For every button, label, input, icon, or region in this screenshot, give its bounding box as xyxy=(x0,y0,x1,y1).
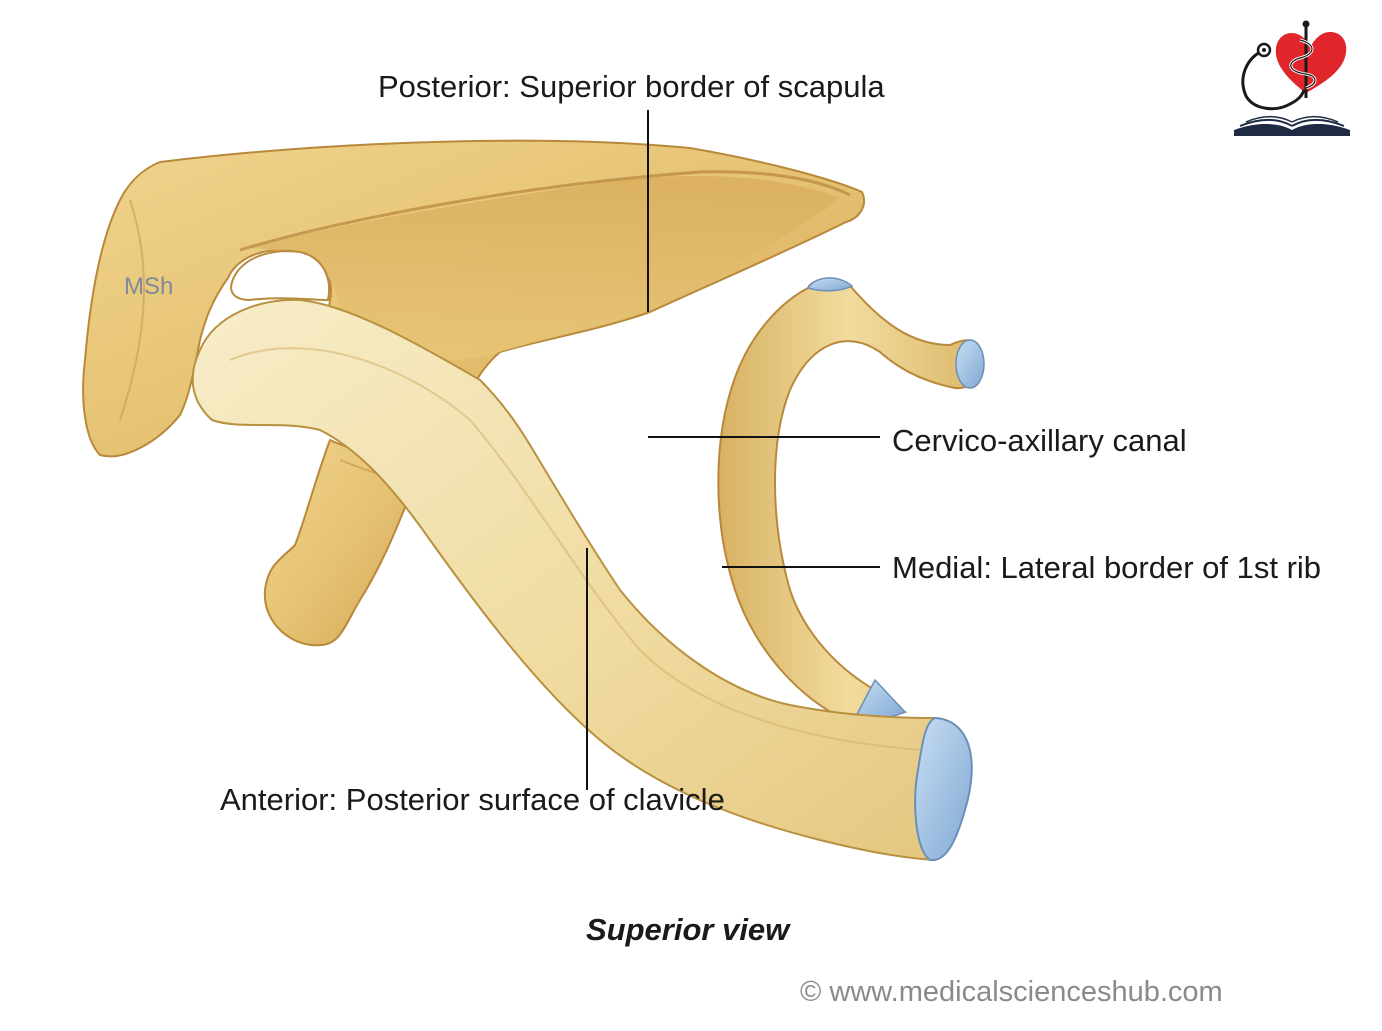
rib-tubercle-cartilage xyxy=(955,339,985,389)
clavicle-sternal-cartilage xyxy=(914,716,973,862)
rib-head-cartilage xyxy=(806,277,854,292)
label-cervico-axillary-canal: Cervico-axillary canal xyxy=(892,423,1187,458)
label-medial-boundary: Medial: Lateral border of 1st rib xyxy=(892,550,1322,585)
label-anterior-boundary: Anterior: Posterior surface of clavicle xyxy=(220,782,725,817)
medical-heart-logo-icon xyxy=(1234,20,1350,136)
copyright-text: © www.medicalscienceshub.com xyxy=(800,976,1223,1008)
first-rib xyxy=(717,278,983,724)
view-caption: Superior view xyxy=(586,912,790,947)
label-posterior-boundary: Posterior: Superior border of scapula xyxy=(378,69,885,104)
msh-watermark: MSh xyxy=(124,273,174,300)
